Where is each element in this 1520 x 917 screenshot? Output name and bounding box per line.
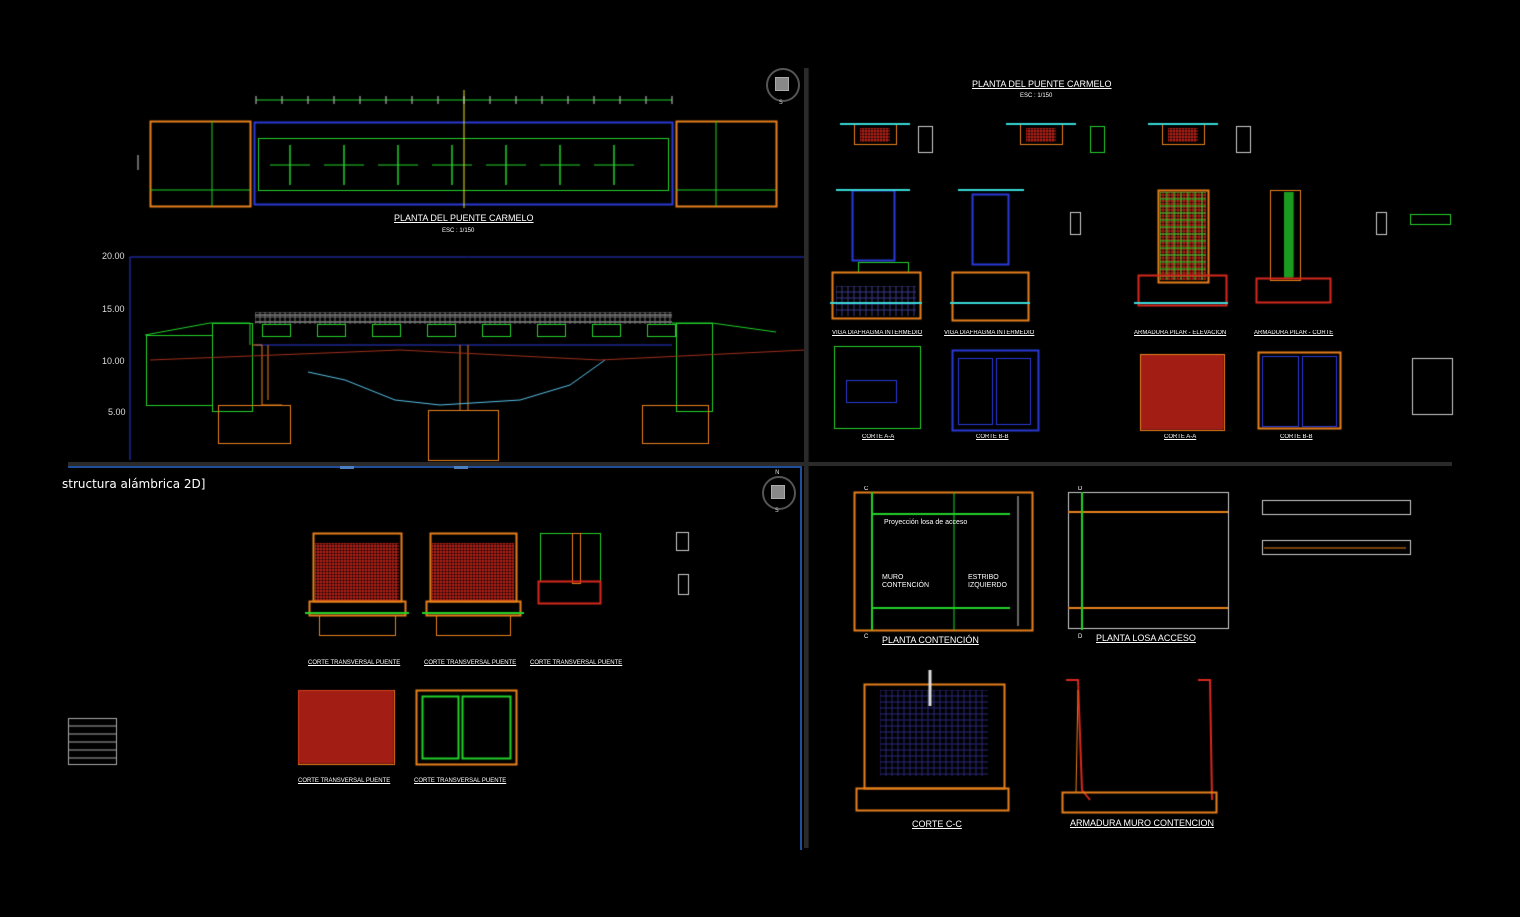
detail-label: CORTE A-A xyxy=(862,434,895,440)
sheet-title: PLANTA DEL PUENTE CARMELO xyxy=(972,79,1112,89)
viewport-splitter-horizontal[interactable] xyxy=(68,462,1452,466)
viewcube-north-letter: N xyxy=(775,469,780,476)
detail-label: CORTE B-B xyxy=(1280,434,1313,440)
viewcube-bottom-left[interactable]: N S xyxy=(756,470,800,514)
detail-label: CORTE TRANSVERSAL PUENTE xyxy=(424,660,517,666)
drawing-annotation: CONTENCIÓN xyxy=(882,582,930,589)
detail-label: ARMADURA PILAR - CORTE xyxy=(1254,330,1334,336)
elevation-tick: 5.00 xyxy=(108,407,126,417)
detail-label: VIGA DIAFRAGMA INTERMEDIO xyxy=(944,330,1035,336)
detail-label: CORTE B-B xyxy=(976,434,1009,440)
drawing-annotation: IZQUIERDO xyxy=(968,582,1007,589)
splitter-grip[interactable] xyxy=(454,466,468,469)
drawing-annotation: MURO xyxy=(882,574,904,581)
section-marker: C xyxy=(864,486,869,492)
detail-label: CORTE TRANSVERSAL PUENTE xyxy=(298,778,391,784)
splitter-grip[interactable] xyxy=(340,466,354,469)
viewcube-south-letter: S xyxy=(779,99,783,106)
plan-title: PLANTA DEL PUENTE CARMELO xyxy=(394,213,534,223)
detail-label: CORTE A-A xyxy=(1164,434,1197,440)
detail-label: ARMADURA MURO CONTENCION xyxy=(1070,818,1215,828)
detail-label: ARMADURA PILAR - ELEVACION xyxy=(1134,330,1227,336)
section-marker: D xyxy=(1078,486,1083,492)
viewcube-top-left[interactable]: S xyxy=(760,62,804,106)
detail-label: CORTE TRANSVERSAL PUENTE xyxy=(414,778,507,784)
detail-label: PLANTA CONTENCIÓN xyxy=(882,635,979,645)
drawing-annotation: ESTRIBO xyxy=(968,574,999,581)
viewport-title[interactable]: structura alámbrica 2D] xyxy=(62,477,206,491)
detail-label: CORTE TRANSVERSAL PUENTE xyxy=(530,660,623,666)
section-marker: C xyxy=(864,634,869,640)
detail-label: CORTE TRANSVERSAL PUENTE xyxy=(308,660,401,666)
section-marker: D xyxy=(1078,634,1083,640)
sheet-scale: ESC : 1/150 xyxy=(1020,93,1053,99)
elevation-tick: 15.00 xyxy=(102,304,125,314)
elevation-tick: 20.00 xyxy=(102,251,125,261)
detail-label: VIGA DIAFRAGMA INTERMEDIO xyxy=(832,330,923,336)
detail-label: PLANTA LOSA ACCESO xyxy=(1096,633,1196,643)
viewport-splitter-vertical[interactable] xyxy=(804,68,808,848)
drawing-annotation: Proyección losa de acceso xyxy=(884,519,968,526)
viewcube-south-letter: S xyxy=(775,507,779,514)
elevation-tick: 10.00 xyxy=(102,356,125,366)
plan-scale: ESC : 1/150 xyxy=(442,228,475,234)
detail-label: CORTE C-C xyxy=(912,819,962,829)
